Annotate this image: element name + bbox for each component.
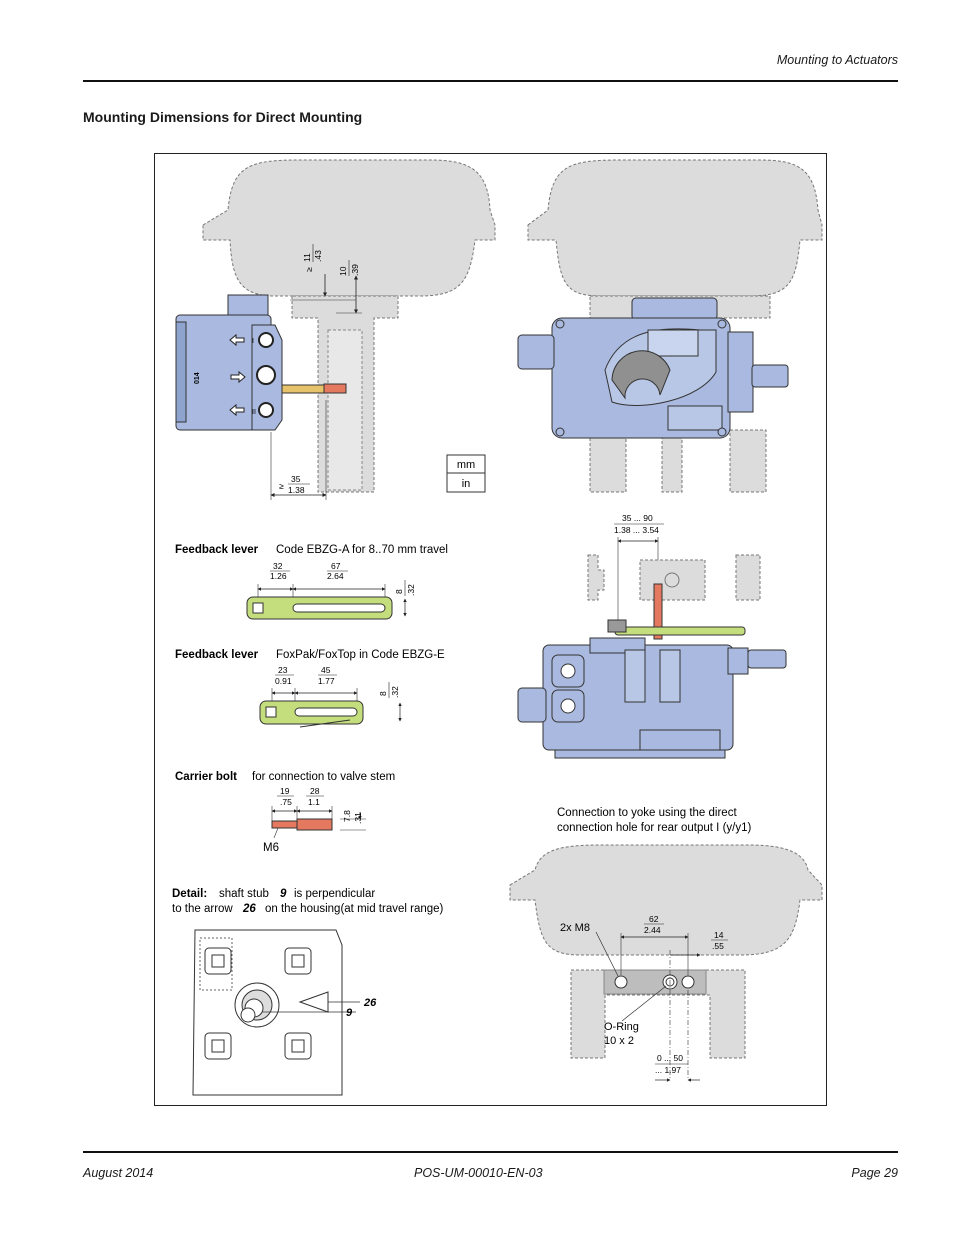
detail-line1: shaft stub — [219, 888, 269, 900]
dim-a-in: .43 — [313, 250, 323, 262]
carrier-bolt-side — [323, 383, 347, 394]
detail-line2b: on the housing(at mid travel range) — [265, 903, 444, 915]
lever-e-d3-in: .32 — [390, 686, 400, 698]
conn-d2-mm: 14 — [714, 930, 724, 940]
lever-e-d2-mm: 45 — [321, 665, 331, 675]
right-middle-view: 35 ... 90 1.38 ... 3.54 — [517, 513, 787, 759]
detail-ref-arrow: 26 — [242, 903, 256, 915]
top-left-view: I II 014 ≥ 11 .43 10 .39 ≥ 35 1.38 — [175, 159, 496, 500]
carrier-d1-mm: 19 — [280, 786, 290, 796]
lever-e-d3-mm: 8 — [378, 691, 388, 696]
footer-rule — [83, 1151, 898, 1153]
callout-26: 26 — [363, 997, 377, 1009]
units-mm: mm — [457, 459, 475, 471]
dim-b-in: .39 — [350, 264, 360, 276]
rm-range-mm: 35 ... 90 — [622, 513, 653, 523]
carrier-thread: M6 — [263, 842, 279, 854]
lever-e-d2-in: 1.77 — [318, 676, 335, 686]
actuator-diaphragm — [202, 159, 496, 297]
carrier-dia-mm: 7.8 — [342, 810, 352, 822]
dim-a-prefix: ≥ — [304, 267, 314, 272]
carrier-dia-in: .31 — [353, 812, 363, 824]
detail-shaft: Detail: shaft stub 9 is perpendicular to… — [172, 888, 444, 1096]
connection-screws: 2x M8 — [560, 922, 590, 934]
conn-d1-in: 2.44 — [644, 925, 661, 935]
carrier-bolt-thread — [271, 820, 298, 829]
carrier-d2-mm: 28 — [310, 786, 320, 796]
carrier-bolt-desc: for connection to valve stem — [252, 771, 395, 783]
lever-e-desc: FoxPak/FoxTop in Code EBZG-E — [276, 649, 445, 661]
carrier-bolt: Carrier bolt for connection to valve ste… — [175, 771, 395, 854]
connection-line1: Connection to yoke using the direct — [557, 807, 737, 819]
conn-d1-mm: 62 — [649, 914, 659, 924]
detail-line1b: is perpendicular — [294, 888, 375, 900]
valve-stem — [327, 329, 363, 491]
lever-a-d3-in: .32 — [406, 584, 416, 596]
lever-e-d1-mm: 23 — [278, 665, 288, 675]
lever-a-d2-mm: 67 — [331, 561, 341, 571]
callout-9: 9 — [346, 1007, 353, 1019]
connection-line2: connection hole for rear output I (y/y1) — [557, 822, 751, 834]
feedback-lever-e: Feedback lever FoxPak/FoxTop in Code EBZ… — [175, 649, 445, 728]
housing-mark: 014 — [194, 372, 201, 384]
dim-c-in: 1.38 — [288, 485, 305, 495]
detail-title: Detail: — [172, 888, 207, 900]
lever-e-title: Feedback lever — [175, 649, 259, 661]
lever-a-d2-in: 2.64 — [327, 571, 344, 581]
conn-d2-in: .55 — [712, 941, 724, 951]
dim-a-mm: 11 — [302, 253, 312, 262]
detail-ref-shaft: 9 — [280, 888, 287, 900]
detail-line2: to the arrow — [172, 903, 233, 915]
carrier-d1-in: .75 — [280, 797, 292, 807]
header-section-title: Mounting to Actuators — [776, 53, 898, 67]
figure-frame — [154, 153, 827, 1106]
dim-b-mm: 10 — [338, 266, 348, 276]
mounting-dimensions-figure: I II 014 ≥ 11 .43 10 .39 ≥ 35 1.38 mm — [172, 159, 823, 1096]
housing-cover-edge — [175, 321, 187, 423]
oring-label-1: O-Ring — [604, 1021, 639, 1033]
lever-a-d1-in: 1.26 — [270, 571, 287, 581]
port-label-1: I — [252, 338, 254, 345]
lever-a-d3-mm: 8 — [394, 589, 404, 594]
page-title: Mounting Dimensions for Direct Mounting — [83, 109, 363, 125]
oring-label-2: 10 x 2 — [604, 1035, 634, 1047]
units-in: in — [462, 478, 471, 490]
port-label-2: II — [252, 409, 256, 416]
lever-a-title: Feedback lever — [175, 544, 259, 556]
conn-range-mm: 0 ... 50 — [657, 1053, 683, 1063]
conn-range-in: ... 1.97 — [655, 1065, 681, 1075]
lever-a-d1-mm: 32 — [273, 561, 283, 571]
yoke-connection-view: Connection to yoke using the direct conn… — [509, 807, 823, 1082]
lever-e-d1-in: 0.91 — [275, 676, 292, 686]
dim-c-prefix: ≥ — [279, 481, 284, 491]
rm-range-in: 1.38 ... 3.54 — [614, 525, 659, 535]
footer-doc-id: POS-UM-00010-EN-03 — [414, 1166, 543, 1180]
footer-page-number: Page 29 — [851, 1166, 898, 1180]
header-rule — [83, 80, 898, 82]
carrier-bolt-title: Carrier bolt — [175, 771, 237, 783]
units-legend: mm in — [446, 454, 486, 493]
footer-date: August 2014 — [83, 1166, 154, 1180]
lever-a-desc: Code EBZG-A for 8..70 mm travel — [276, 544, 448, 556]
mount-plate — [227, 294, 269, 316]
feedback-lever-a: Feedback lever Code EBZG-A for 8..70 mm … — [175, 544, 448, 620]
shaft-assembly — [281, 384, 325, 394]
carrier-bolt-body — [296, 818, 333, 831]
rm-lever — [614, 626, 746, 636]
carrier-d2-in: 1.1 — [308, 797, 320, 807]
top-right-view — [517, 159, 823, 493]
dim-c-mm: 35 — [291, 474, 301, 484]
